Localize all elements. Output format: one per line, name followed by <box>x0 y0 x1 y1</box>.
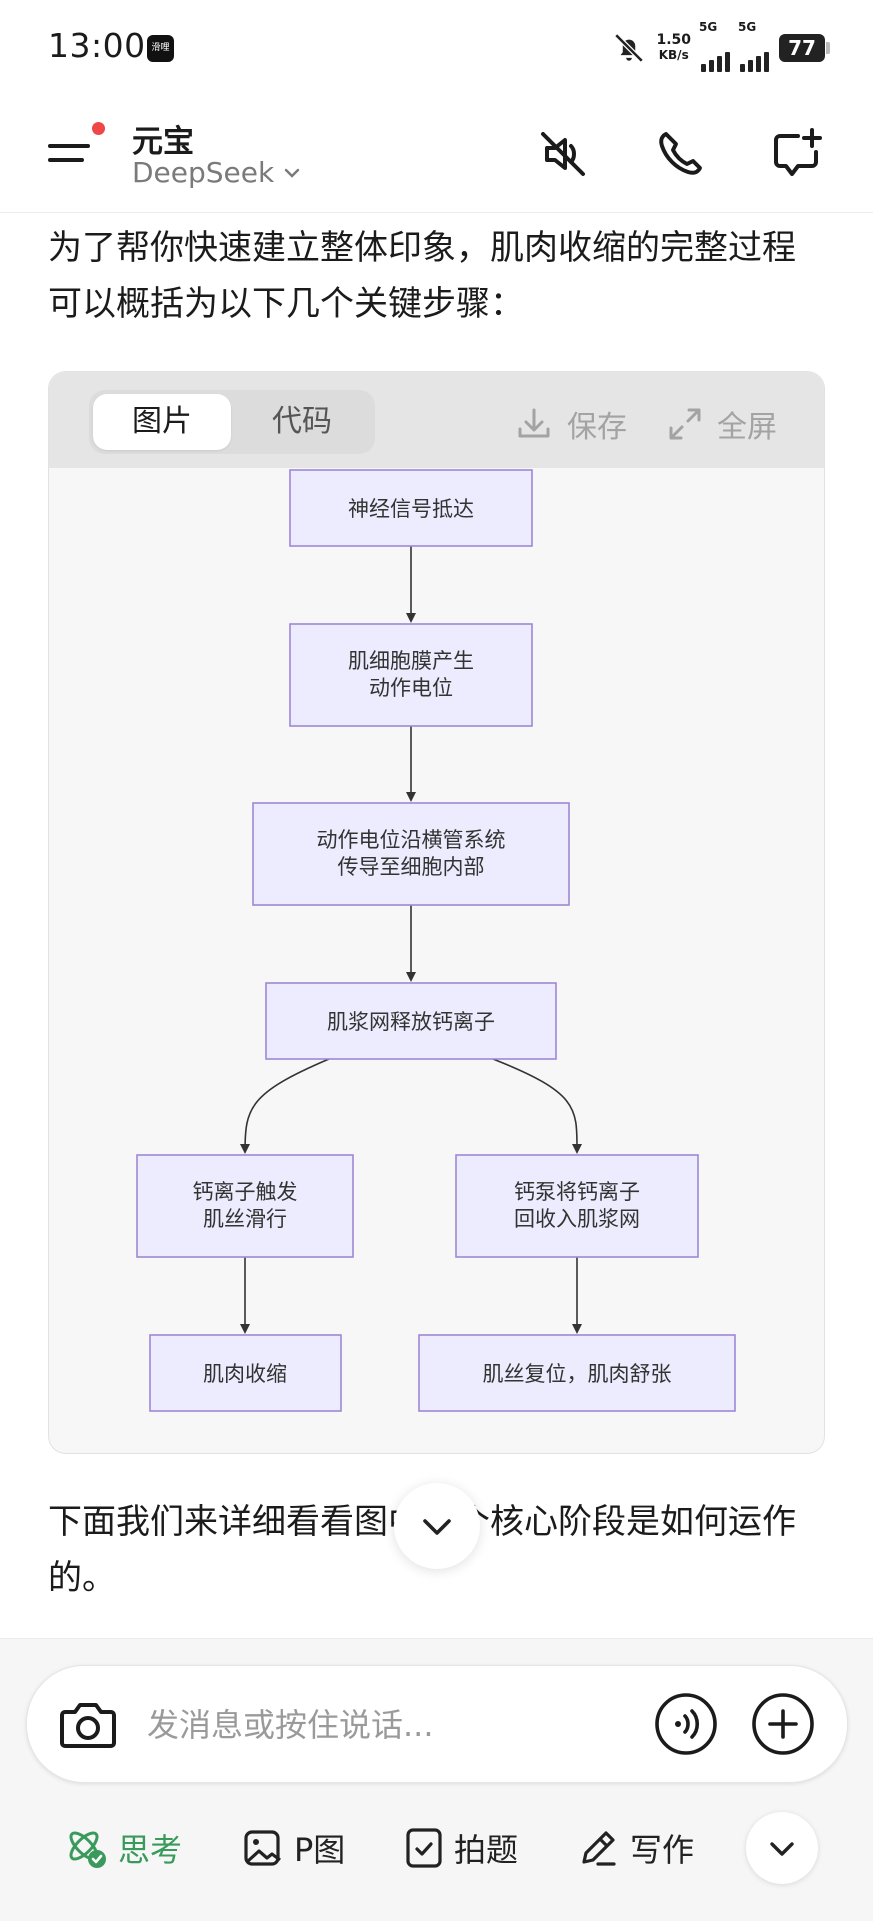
intro-paragraph: 为了帮你快速建立整体印象，肌肉收缩的完整过程可以概括为以下几个关键步骤： <box>48 228 796 324</box>
fullscreen-label: 全屏 <box>717 410 777 445</box>
node-label: 传导至细胞内部 <box>338 855 485 879</box>
clipboard-check-icon <box>406 1828 442 1868</box>
tab-image[interactable]: 图片 <box>93 394 231 450</box>
fullscreen-button[interactable]: 全屏 <box>667 402 777 446</box>
chevron-down-icon <box>285 168 300 178</box>
model-name: DeepSeek <box>132 156 275 189</box>
status-time: 13:00 <box>48 26 146 65</box>
write-button[interactable]: 写作 <box>576 1822 694 1874</box>
signal-icon-sim1: 5G <box>699 20 730 72</box>
atom-check-icon <box>69 1831 106 1868</box>
model-selector[interactable]: DeepSeek <box>132 156 302 189</box>
edge-n4-n6 <box>492 1058 583 1154</box>
node-label: 回收入肌浆网 <box>514 1207 640 1231</box>
node-label: 钙离子触发 <box>193 1180 298 1204</box>
card-toolbar: 图片 代码 保存 全屏 <box>49 372 824 468</box>
diagram-card: 图片 代码 保存 全屏 <box>48 371 825 1454</box>
flow-node-n8: 肌丝复位，肌肉舒张 <box>418 1334 736 1412</box>
node-label: 肌丝滑行 <box>203 1207 287 1231</box>
status-bar: 13:00 滑哩 1.50 KB/s 5G 5G 77 <box>0 0 873 96</box>
phone-icon[interactable] <box>652 126 708 182</box>
flowchart-edges <box>240 546 583 1334</box>
more-tools-button[interactable] <box>746 1812 818 1884</box>
edge-n4-n5 <box>240 1058 330 1154</box>
menu-button[interactable] <box>48 136 98 176</box>
camera-icon[interactable] <box>57 1694 119 1754</box>
flow-node-n7: 肌肉收缩 <box>149 1334 342 1412</box>
expand-icon <box>669 408 701 440</box>
bell-off-icon <box>614 33 644 63</box>
node-label: 肌丝复位，肌肉舒张 <box>483 1362 672 1386</box>
think-toggle[interactable]: 思考 <box>64 1822 182 1874</box>
signal-icon-sim2: 5G <box>738 20 769 72</box>
new-chat-icon[interactable] <box>768 126 824 182</box>
flow-node-n5: 钙离子触发 肌丝滑行 <box>136 1154 354 1258</box>
voice-button[interactable] <box>654 1692 718 1756</box>
save-label: 保存 <box>567 410 627 445</box>
flow-node-n3: 动作电位沿横管系统 传导至细胞内部 <box>252 802 570 906</box>
node-label: 动作电位沿横管系统 <box>317 828 506 852</box>
p-image-label: P图 <box>294 1831 346 1869</box>
network-speed: 1.50 KB/s <box>656 32 691 63</box>
p-image-button[interactable]: P图 <box>242 1822 345 1874</box>
add-button[interactable] <box>751 1692 815 1756</box>
app-title: 元宝 <box>132 124 194 160</box>
mute-icon[interactable] <box>535 126 591 182</box>
flow-node-n4: 肌浆网释放钙离子 <box>265 982 557 1060</box>
node-label: 钙泵将钙离子 <box>514 1180 640 1204</box>
download-icon <box>518 408 550 438</box>
photo-question-label: 拍题 <box>454 1831 519 1869</box>
flow-node-n2: 肌细胞膜产生 动作电位 <box>289 623 533 727</box>
pen-icon <box>582 1831 616 1866</box>
message-input[interactable] <box>145 1696 529 1754</box>
photo-question-button[interactable]: 拍题 <box>404 1822 518 1874</box>
save-button[interactable]: 保存 <box>515 402 627 446</box>
menu-icon <box>48 144 90 148</box>
message-composer <box>26 1665 848 1783</box>
view-toggle: 图片 代码 <box>89 390 375 454</box>
battery-icon: 77 <box>779 34 830 62</box>
scroll-to-bottom-button[interactable] <box>394 1483 480 1569</box>
flow-node-n1: 神经信号抵达 <box>289 469 533 547</box>
chat-header: 元宝 DeepSeek <box>0 96 873 213</box>
chevron-down-icon <box>770 1842 794 1856</box>
flowchart: 神经信号抵达 肌细胞膜产生 动作电位 动作电位沿横管系统 传导至细胞内部 肌浆网… <box>136 469 736 1412</box>
image-edit-icon <box>244 1830 281 1866</box>
flow-node-n6: 钙泵将钙离子 回收入肌浆网 <box>455 1154 699 1258</box>
node-label: 肌浆网释放钙离子 <box>327 1010 495 1034</box>
tab-code[interactable]: 代码 <box>272 404 332 439</box>
status-indicators: 1.50 KB/s 5G 5G 77 <box>612 20 830 72</box>
app-notification-icon: 滑哩 <box>147 35 174 62</box>
node-label: 神经信号抵达 <box>348 497 474 521</box>
node-label: 动作电位 <box>369 676 453 700</box>
node-label: 肌细胞膜产生 <box>348 649 474 673</box>
notification-dot <box>92 122 105 135</box>
write-label: 写作 <box>630 1831 695 1869</box>
node-label: 肌肉收缩 <box>203 1362 287 1386</box>
think-label: 思考 <box>118 1831 183 1869</box>
chevron-down-icon <box>423 1519 451 1535</box>
